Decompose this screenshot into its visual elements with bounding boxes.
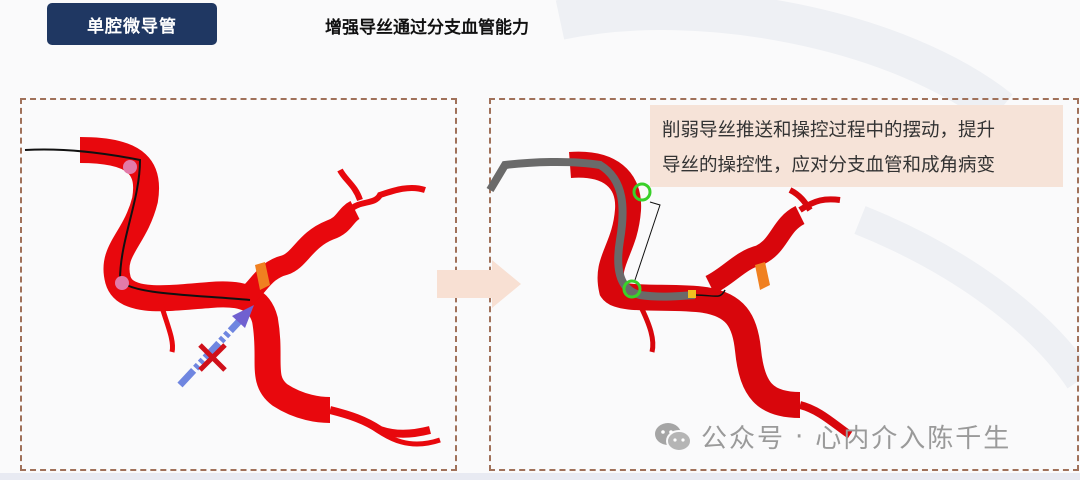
watermark-author: 心内介入陈千生	[815, 424, 1012, 454]
friction-point-icon	[123, 160, 137, 174]
slide-title: 增强导丝通过分支血管能力	[325, 18, 529, 38]
right-arrow-icon	[437, 260, 521, 308]
wechat-icon	[655, 422, 692, 452]
callout-box: 削弱导丝推送和操控过程中的摆动，提升 导丝的操控性，应对分支血管和成角病变	[650, 105, 1063, 187]
cross-mark-icon	[198, 343, 227, 372]
bottom-bar	[0, 473, 1080, 480]
lesion-icon	[255, 262, 270, 290]
watermark-separator: ·	[795, 421, 806, 452]
section-tag: 单腔微导管	[47, 3, 217, 45]
green-ring-marker-icon	[632, 182, 652, 202]
callout-line: 导丝的操控性，应对分支血管和成角病变	[662, 155, 996, 176]
blocked-arrow-icon	[177, 305, 254, 388]
green-ring-marker-icon	[622, 279, 642, 299]
left-vessel-diagram	[24, 137, 441, 447]
callout-line: 削弱导丝推送和操控过程中的摆动，提升	[662, 120, 996, 141]
microcatheter-icon	[486, 157, 696, 301]
watermark: 公众号 · 心内介入陈千生	[653, 418, 1011, 455]
lesion-icon	[755, 262, 770, 290]
catheter-tip-marker	[688, 290, 696, 298]
friction-point-icon	[115, 276, 129, 290]
watermark-source: 公众号	[701, 424, 786, 454]
right-vessel-diagram	[486, 151, 853, 439]
